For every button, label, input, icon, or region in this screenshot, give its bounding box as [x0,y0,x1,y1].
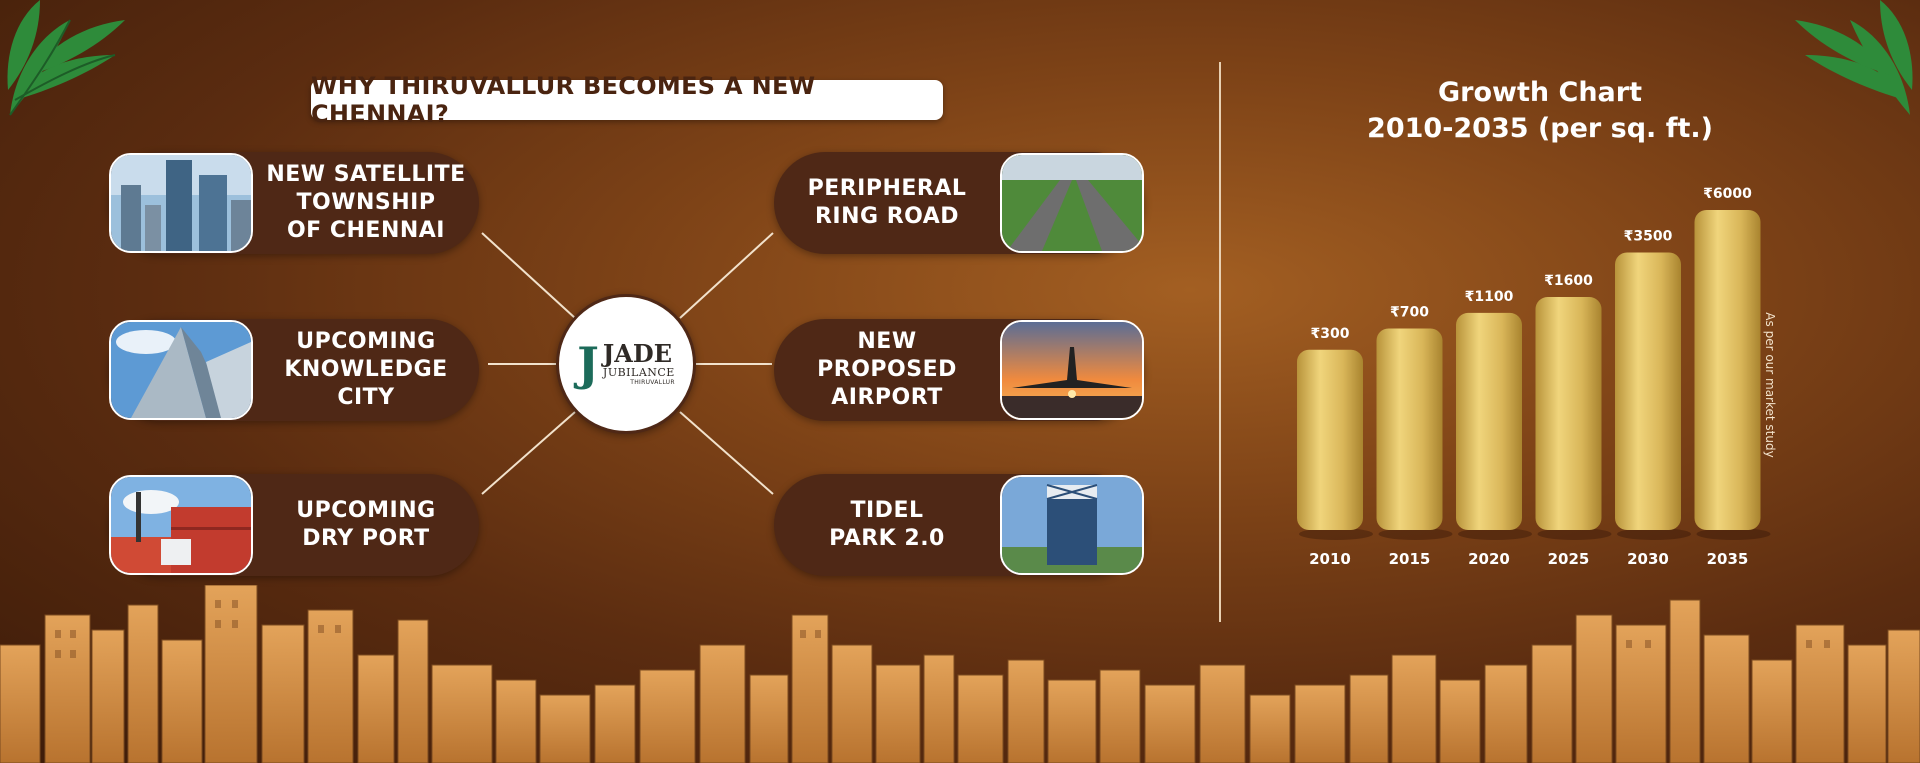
bar-shadow [1378,528,1453,540]
office-tower-photo [1000,475,1144,575]
feature-knowledge-city: UPCOMING KNOWLEDGE CITY [109,319,479,421]
feature-label: NEW SATELLITE TOWNSHIP OF CHENNAI [266,162,466,243]
bar-value-label: ₹300 [1311,326,1350,342]
leaf-decoration-left [7,0,125,116]
feature-label: UPCOMING DRY PORT [296,498,436,551]
bar-2030 [1615,252,1681,530]
feature-label: TIDEL PARK 2.0 [829,498,945,551]
airplane-sunset-photo [1000,320,1144,420]
growth-bar-chart: ₹300 2010 ₹700 2015 ₹1100 2020 ₹1600 2025 ₹3500 2… [1297,186,1771,568]
bar-value-label: ₹1600 [1544,273,1593,289]
feature-label: NEW PROPOSED AIRPORT [817,329,957,410]
x-tick-label: 2010 [1309,550,1351,568]
logo-name: JADE [602,339,672,368]
section-divider [1219,62,1221,622]
bar-2015 [1376,328,1443,530]
jade-jubilance-logo: J JADE JUBILANCE THIRUVALLUR [556,294,696,434]
bar-2010 [1297,349,1363,530]
x-tick-label: 2020 [1468,550,1510,568]
glass-tower-photo [109,320,253,420]
logo-monogram: J [577,337,599,391]
bar-2035 [1694,210,1761,530]
city-skyline-illustration [0,585,1920,763]
chart-title-line: 2010-2035 (per sq. ft.) [1367,113,1713,144]
feature-dry-port: UPCOMING DRY PORT [109,474,479,576]
feature-label: UPCOMING KNOWLEDGE CITY [284,329,448,410]
logo-location: THIRUVALLUR [630,379,675,386]
x-tick-label: 2025 [1548,550,1590,568]
bar-value-label: ₹700 [1390,305,1429,321]
feature-label: PERIPHERAL RING ROAD [807,176,967,229]
chart-title-text: Growth Chart 2010-2035 (per sq. ft.) [1300,75,1780,147]
bar-shadow [1696,528,1771,540]
x-tick-label: 2015 [1389,550,1431,568]
chart-title-line: Growth Chart [1438,77,1642,108]
feature-tidel-park: TIDEL PARK 2.0 [774,474,1144,576]
bar-2020 [1456,312,1522,530]
bar-shadow [1458,528,1532,540]
chart-note: As per our market study [1763,312,1777,458]
bar-value-label: ₹1100 [1465,289,1514,305]
feature-ring-road: PERIPHERAL RING ROAD [774,152,1144,254]
bar-shadow [1537,528,1612,540]
x-tick-label: 2030 [1627,550,1669,568]
shipping-containers-photo [109,475,253,575]
logo-subname: JUBILANCE [602,366,675,379]
feature-airport: NEW PROPOSED AIRPORT [774,319,1144,421]
connector-lines [481,232,774,495]
bar-shadow [1617,528,1691,540]
leaf-decoration-right [1795,0,1913,115]
bar-2025 [1535,297,1602,530]
feature-satellite-township: NEW SATELLITE TOWNSHIP OF CHENNAI [109,152,479,254]
x-tick-label: 2035 [1707,550,1749,568]
bar-value-label: ₹3500 [1624,229,1673,245]
chart-title: Growth Chart 2010-2035 (per sq. ft.) [1300,75,1780,147]
bar-value-label: ₹6000 [1703,186,1752,202]
highway-photo [1000,153,1144,253]
city-skyscrapers-photo [109,153,253,253]
bar-shadow [1299,528,1373,540]
